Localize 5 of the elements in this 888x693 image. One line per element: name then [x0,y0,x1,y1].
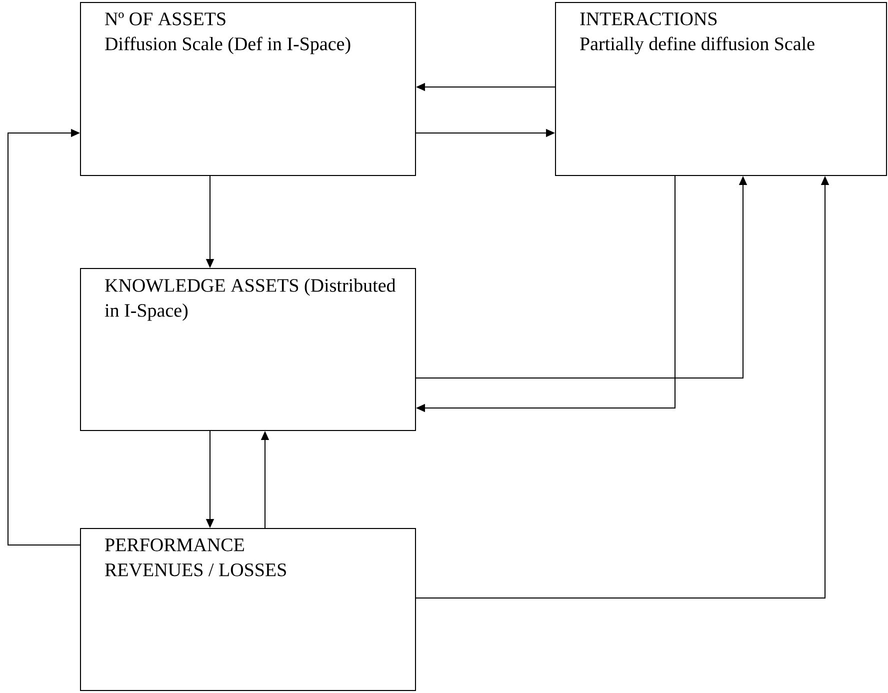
process-box: Nº OF ASSETS Diffusion Scale (Def in I-Space) [80,2,416,176]
process-box: PERFORMANCE REVENUES / LOSSES [80,528,416,691]
process-box: KNOWLEDGE ASSETS (Distributed in I-Space) [80,268,416,431]
arrow [8,128,80,546]
process-box: INTERACTIONS Partially define diffusion Scale [555,2,888,176]
